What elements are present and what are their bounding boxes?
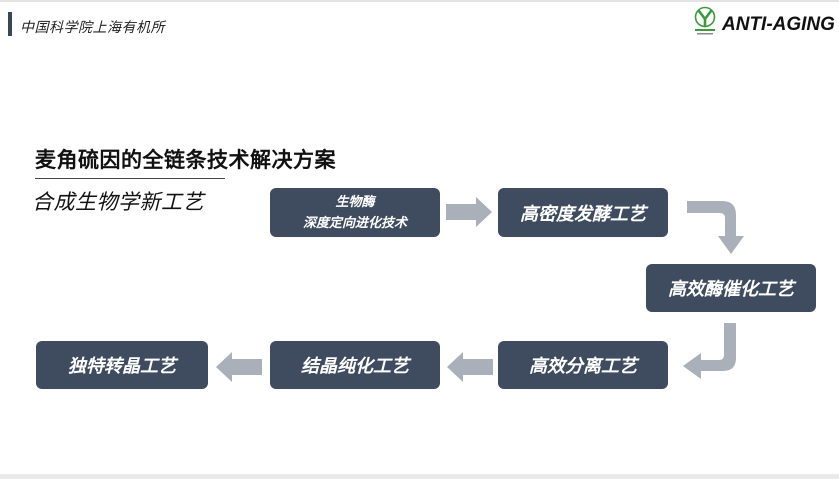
title-underline [35,178,225,179]
page-subtitle: 合成生物学新工艺 [32,190,204,214]
step-separation: 高效分离工艺 [498,341,668,389]
arrow-right-icon [446,197,492,227]
step-fermentation: 高密度发酵工艺 [498,188,668,237]
bottom-rule [0,474,839,479]
arrow-turn-left-icon [683,323,736,379]
page-title: 麦角硫因的全链条技术解决方案 [35,148,336,172]
top-rule [0,0,839,2]
step-enzyme-evolution: 生物酶 深度定向进化技术 [270,188,440,237]
organization-name: 中国科学院上海有机所 [20,20,165,36]
step-crystal-transformation: 独特转晶工艺 [36,341,208,389]
step-enzyme-catalysis: 高效酶催化工艺 [646,264,816,312]
arrow-left-icon [447,352,493,382]
step-enzyme-evolution-line1: 生物酶 [335,194,375,210]
step-crystallization: 结晶纯化工艺 [270,341,440,389]
arrow-left-icon [216,352,262,382]
step-enzyme-evolution-line2: 深度定向进化技术 [302,215,407,231]
arrow-turn-down-icon [687,201,744,254]
header-accent-bar [8,12,12,36]
green-leaf-logo-icon [694,6,716,35]
brand-name: ANTI-AGING [722,14,835,35]
